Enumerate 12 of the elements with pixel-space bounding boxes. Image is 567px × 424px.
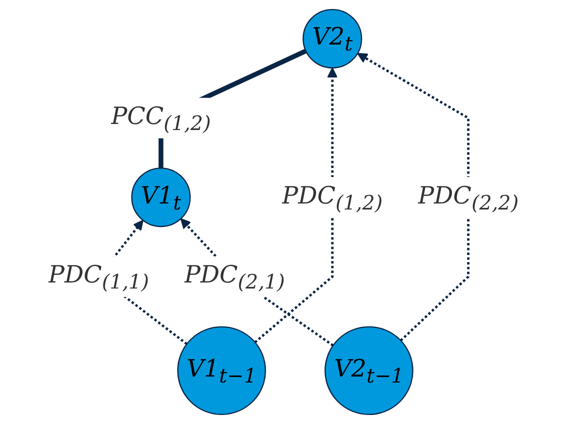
node-circle: V2$_{t−1}$ bbox=[324, 326, 414, 416]
edge-label: PDC$_{(1,2)}$ bbox=[282, 180, 383, 214]
arrow bbox=[357, 52, 470, 342]
node-circle: V1$_{t−1}$ bbox=[177, 326, 266, 416]
arrow bbox=[254, 67, 338, 344]
edge-label: PDC$_{(1,1)}$ bbox=[48, 260, 150, 294]
edge-label: PDC$_{(2,2)}$ bbox=[418, 180, 519, 214]
edge-label: PCC$_{(1,2)}$ bbox=[111, 101, 211, 135]
node-circle: V1$_{t}$ bbox=[131, 168, 191, 228]
arrow bbox=[180, 218, 334, 346]
edge-label: PDC$_{(2,1)}$ bbox=[184, 260, 285, 294]
node-circle: V2$_{t}$ bbox=[302, 8, 362, 68]
